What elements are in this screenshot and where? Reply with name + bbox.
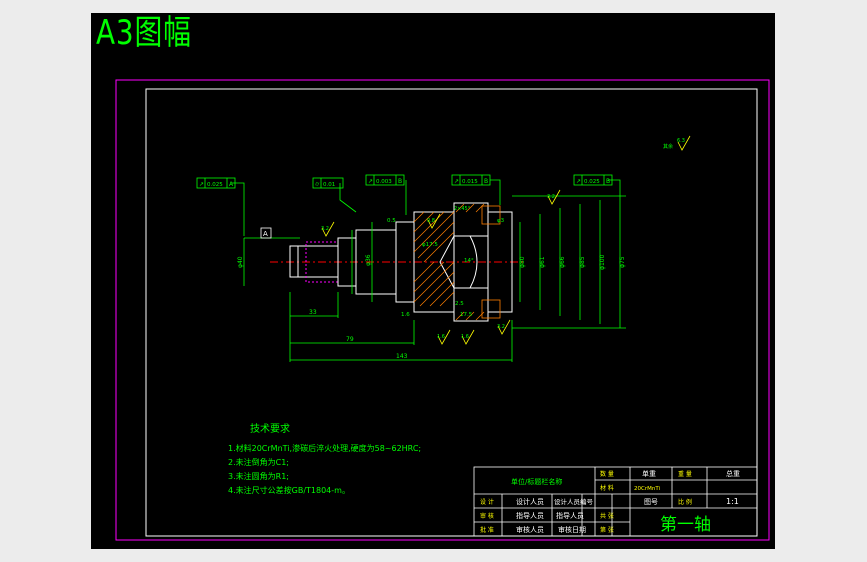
dim-chamfer: 2×45° (454, 206, 471, 212)
tb-material-label: 材 料 (600, 484, 614, 492)
tolerance-frame-4: ↗ 0.015 B (451, 174, 491, 186)
tech-req-item: 2.未注倒角为C1; (228, 457, 289, 467)
dim-inner: 14° (464, 258, 474, 264)
tb-designer-name: 设计人员 (516, 497, 544, 506)
roughness-value: 1.6 (437, 334, 445, 340)
dim-diameter: φ75 (619, 256, 626, 268)
tech-req-item: 3.未注圆角为R1; (228, 471, 289, 481)
tb-material-value: 20CrMnTi (634, 486, 661, 492)
dimension-lines (232, 179, 626, 362)
tech-req-item: 4.未注尺寸公差按GB/T1804-m。 (228, 485, 350, 495)
tol-datum: A (229, 181, 234, 188)
dim-small: 2.5 (455, 301, 464, 307)
roughness-value: 1.6 (461, 334, 469, 340)
tol-datum: B (398, 178, 402, 185)
tb-approver-date: 审核日期 (558, 525, 586, 534)
roughness-value: 3.2 (497, 324, 505, 330)
tech-req-heading: 技术要求 (250, 422, 290, 435)
dim-small: φ3 (497, 218, 505, 224)
tol-symbol: ↗ (368, 178, 373, 185)
tol-value: 0.015 (462, 179, 478, 185)
tb-total-label: 总重 (726, 469, 740, 478)
dim-diameter: φ40 (237, 256, 244, 268)
dim-small: 0.5 (387, 218, 396, 224)
tol-symbol: ↗ (576, 178, 581, 185)
tb-drawing-no-label: 图号 (644, 498, 658, 506)
tol-symbol: ⌭ (315, 181, 320, 188)
datum-a-box (260, 227, 272, 239)
tol-datum: B (606, 178, 610, 185)
dim-diameter: φ85 (579, 256, 586, 268)
tol-value: 0.025 (207, 182, 223, 188)
inner-arc (469, 235, 478, 289)
dim-diameter: φ80 (519, 256, 526, 268)
outer-frame (115, 79, 770, 541)
tb-qty-label: 数 量 (600, 470, 614, 478)
sheet-title: A3图幅 (96, 13, 192, 53)
inner-cone (439, 235, 455, 289)
dim-diameter: φ61 (539, 256, 546, 268)
roughness-other-value: 6.3 (677, 138, 685, 144)
tb-checker-name: 指导人员 (516, 511, 544, 520)
drawing-canvas[interactable] (91, 13, 775, 549)
tb-weight-label: 重 量 (678, 470, 692, 478)
tb-checker-label: 审 核 (480, 512, 494, 520)
tb-designer-label: 设 计 (480, 498, 494, 506)
roughness-value: 3.2 (547, 194, 555, 200)
dim-small: 1.6 (401, 312, 410, 318)
tb-part-name: 第一轴 (660, 515, 711, 535)
inner-frame (145, 88, 758, 537)
tb-approver-name: 审核人员 (516, 525, 544, 534)
gear-tooth-bottom (481, 299, 501, 319)
tol-symbol: ↗ (454, 178, 459, 185)
tolerance-frame-2: ⌭ 0.01 (312, 177, 344, 189)
shaft-view (270, 202, 525, 322)
tech-req-item: 1.材料20CrMnTi,渗碳后淬火处理,硬度为58~62HRC; (228, 443, 421, 453)
tol-value: 0.003 (376, 179, 392, 185)
tb-sheet-label2: 第 张 (600, 526, 614, 534)
dim-length: 143 (396, 353, 408, 360)
tb-sheet-label: 共 张 (600, 512, 614, 520)
roughness-value: 3.2 (321, 226, 329, 232)
section-hatch (413, 203, 485, 321)
title-block (473, 466, 758, 537)
datum-a-label: A (263, 230, 268, 238)
dim-diameter: φ36 (365, 254, 372, 266)
dim-diameter: φ66 (559, 256, 566, 268)
dim-inner: φ17.5 (422, 242, 438, 248)
tb-designer-no: 设计人员编号 (554, 497, 594, 506)
dim-length: 79 (346, 336, 354, 343)
tolerance-frame-5: ↗ 0.025 B (573, 174, 613, 186)
dim-small: 17.5 (460, 312, 473, 318)
roughness-value: 0.8 (427, 218, 435, 224)
gear-tooth-top (481, 205, 501, 225)
tol-value: 0.025 (584, 179, 600, 185)
tb-weight-value: 单重 (642, 469, 656, 478)
tb-checker-name2: 指导人员 (556, 511, 584, 520)
tb-scale-label: 比 例 (678, 498, 692, 506)
tolerance-frame-1: ↗ 0.025 A (196, 177, 236, 189)
roughness-marks (321, 135, 691, 345)
tol-value: 0.01 (323, 182, 335, 188)
tb-approver-label: 批 准 (480, 526, 494, 534)
tol-symbol: ↗ (199, 181, 204, 188)
dim-length: 33 (309, 309, 317, 316)
tolerance-frame-3: ↗ 0.003 B (365, 174, 405, 186)
tol-datum: B (484, 178, 488, 185)
tb-scale-value: 1:1 (726, 497, 739, 506)
title-block-header: 单位/标题栏名称 (511, 477, 562, 486)
dim-diameter: φ100 (599, 254, 606, 270)
roughness-other-label: 其余 (663, 143, 673, 150)
